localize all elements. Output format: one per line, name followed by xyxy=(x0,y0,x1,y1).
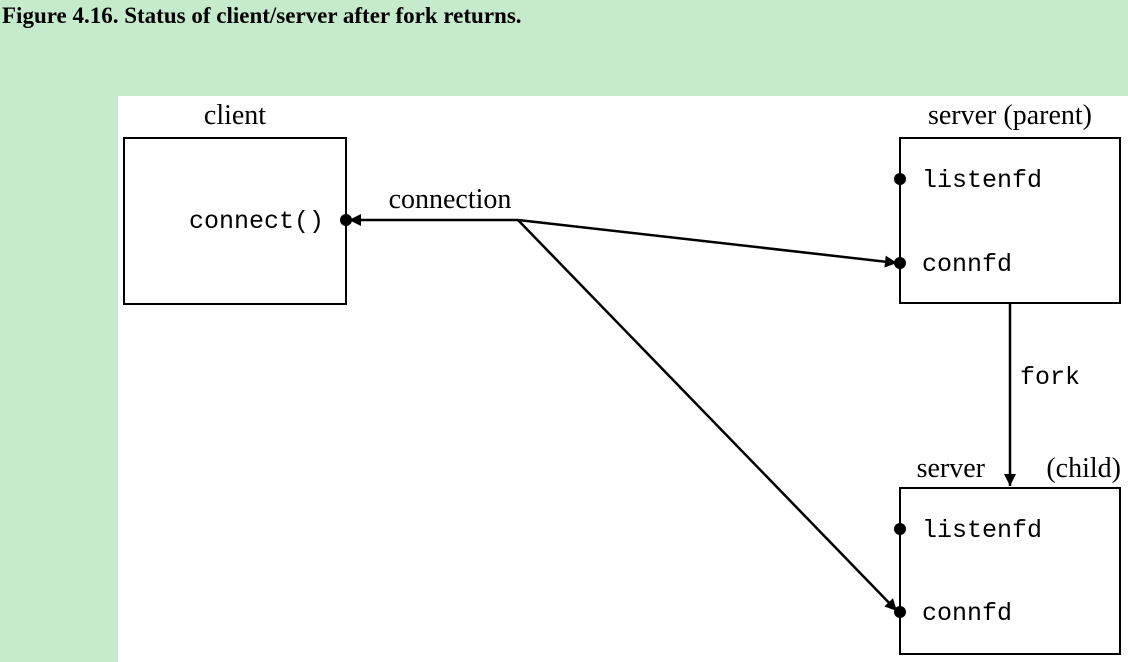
server-parent-box: server (parent) listenfd connfd xyxy=(894,100,1121,304)
server-child-box: server (child) listenfd connfd xyxy=(894,453,1121,655)
arrow-to-child-connfd xyxy=(517,219,898,612)
client-title: client xyxy=(204,100,266,131)
fork-label: fork xyxy=(1020,363,1080,392)
server-child-title: server xyxy=(917,453,986,484)
child-listenfd-dot xyxy=(894,523,906,535)
fork-arrow: fork xyxy=(1004,304,1080,486)
figure-caption: Figure 4.16. Status of client/server aft… xyxy=(2,3,522,28)
server-parent-title: server (parent) xyxy=(928,100,1092,131)
parent-connfd-dot xyxy=(894,257,906,269)
connection-arrows: connection xyxy=(349,184,898,612)
figure-panel: client connect() server (parent) listenf… xyxy=(118,96,1128,662)
arrow-to-parent-connfd xyxy=(517,218,898,268)
child-connfd-label: connfd xyxy=(922,599,1012,628)
client-server-diagram: client connect() server (parent) listenf… xyxy=(123,100,1121,655)
child-listenfd-label: listenfd xyxy=(922,516,1042,545)
connect-call-label: connect() xyxy=(189,207,324,236)
connection-label: connection xyxy=(389,184,512,215)
parent-connfd-label: connfd xyxy=(922,250,1012,279)
child-connfd-dot xyxy=(894,606,906,618)
parent-listenfd-label: listenfd xyxy=(922,166,1042,195)
server-child-subtitle: (child) xyxy=(1046,453,1121,484)
parent-listenfd-dot xyxy=(894,173,906,185)
client-box: client connect() xyxy=(123,100,352,305)
